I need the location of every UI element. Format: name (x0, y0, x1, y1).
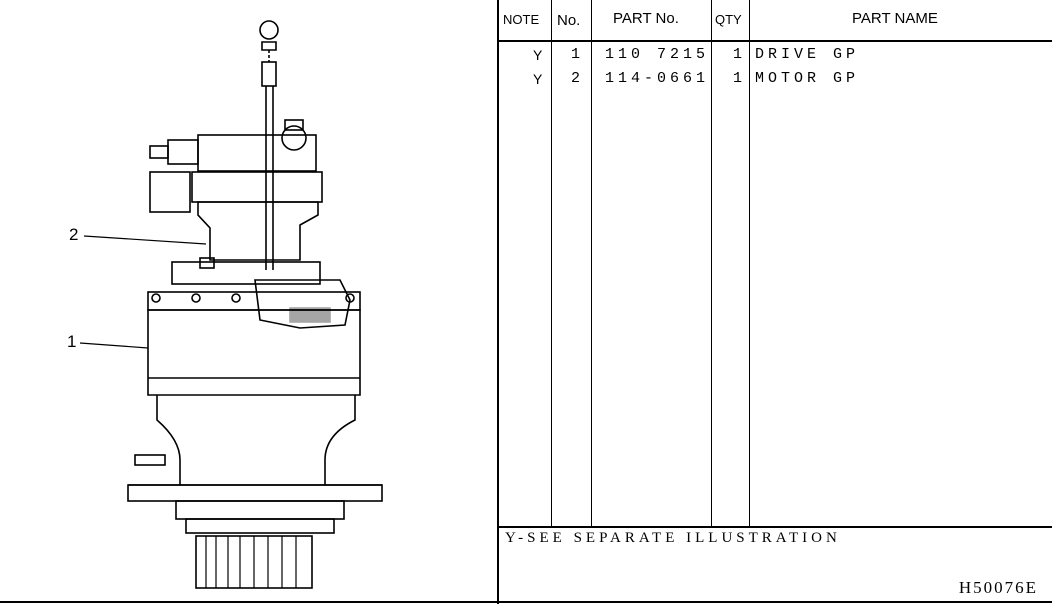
bottom-rule (0, 601, 1052, 603)
row-part-number: 110 7215 (605, 46, 710, 63)
header-no: No. (557, 12, 581, 29)
footer-rule (497, 526, 1052, 528)
header-rule (497, 40, 1052, 42)
row-number: 1 (571, 46, 585, 63)
table-left-border (497, 0, 499, 604)
row-quantity: 1 (733, 46, 747, 63)
header-part-no: PART No. (613, 10, 679, 27)
col-divider (711, 0, 712, 527)
callout-2: 2 (69, 225, 79, 244)
col-divider (591, 0, 592, 527)
drawing-number: H50076E (958, 578, 1038, 597)
header-part-name: PART NAME (852, 10, 938, 27)
row-quantity: 1 (733, 70, 747, 87)
footnote: Y-SEE SEPARATE ILLUSTRATION (505, 530, 841, 546)
row-number: 2 (571, 70, 585, 87)
parts-illustration: 2 1 (0, 0, 497, 604)
parts-table: NOTE No. PART No. QTY PART NAME Y 1 110 … (497, 0, 1052, 604)
col-divider (749, 0, 750, 527)
row-part-name: MOTOR GP (755, 70, 860, 87)
row-part-number: 114-0661 (605, 70, 710, 87)
leader-line-2 (83, 235, 207, 245)
col-divider (551, 0, 552, 527)
header-qty: QTY (715, 12, 742, 27)
callout-1: 1 (67, 332, 77, 351)
row-note: Y (533, 47, 543, 63)
row-note: Y (533, 71, 543, 87)
row-part-name: DRIVE GP (755, 46, 860, 63)
leader-line-1 (79, 342, 149, 349)
header-note: NOTE (503, 12, 540, 27)
swing-drive-drawing (79, 20, 383, 589)
